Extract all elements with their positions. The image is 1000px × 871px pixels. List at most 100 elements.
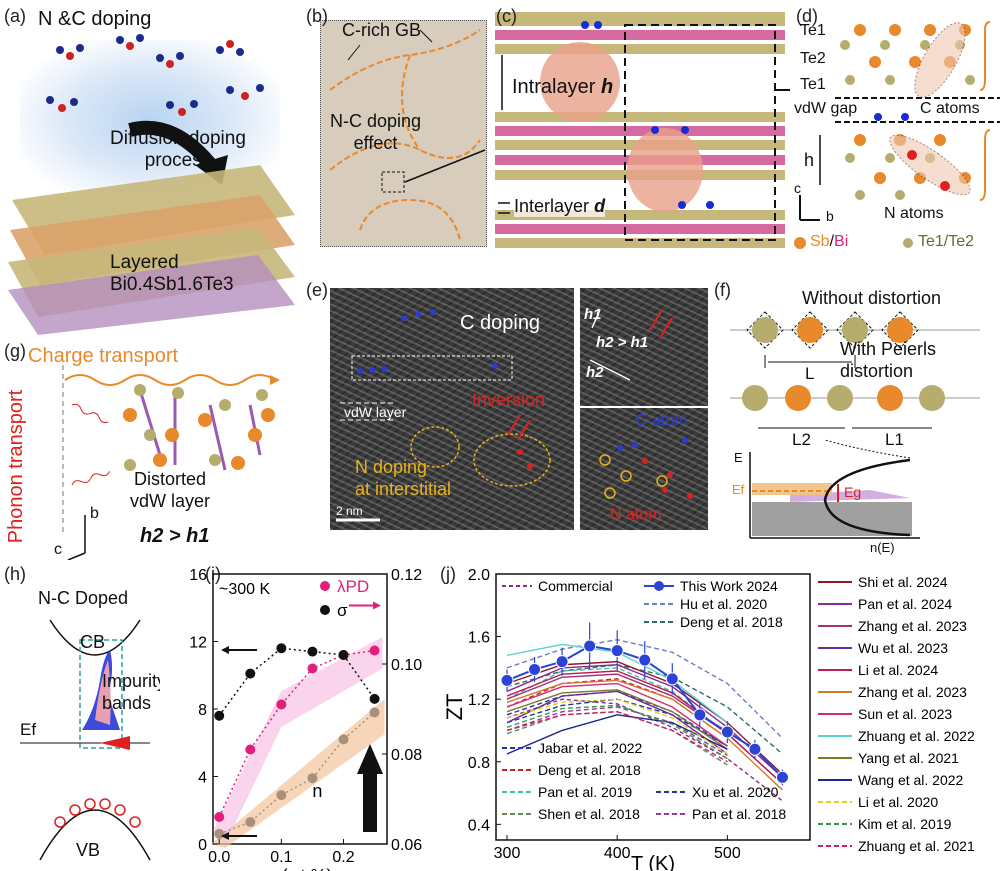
legend-label: Yang et al. 2021: [858, 750, 959, 766]
panel-label: (j): [440, 564, 456, 584]
n-doping-label: N doping at interstitial: [355, 456, 451, 500]
legend-label: Zhuang et al. 2022: [858, 728, 975, 744]
panel-a-illustration: [8, 34, 295, 335]
series-line-Yang et al. 2021: [506, 689, 728, 750]
intralayer-symbol: h: [600, 76, 614, 98]
phonon-transport-label: Phonon transport: [5, 389, 28, 544]
legend-label: Pan et al. 2018: [692, 806, 786, 822]
data-point-this-work: [693, 708, 707, 722]
panel-a: (a) N &C doping Diffusion doping process…: [0, 0, 300, 335]
panel-label: (d): [796, 6, 818, 26]
legend-label: This Work 2024: [680, 578, 778, 594]
layered-line1: Layered: [110, 252, 179, 273]
c-rich-gb-label: C-rich GB: [342, 20, 422, 40]
data-point-σ: [245, 668, 256, 679]
data-point-this-work: [665, 672, 679, 686]
h1-label: h1: [584, 306, 602, 323]
n-atoms-label: N atoms: [884, 205, 944, 222]
doping-title: N &C doping: [38, 8, 152, 30]
peierls-diagram: [730, 311, 980, 539]
y-axis-label: ZT: [442, 694, 467, 721]
y-left-tick-label: 0: [198, 837, 207, 854]
axis-b-label: b: [826, 208, 834, 224]
legend-te: Te1/Te2: [918, 233, 975, 250]
legend-label: Jabar et al. 2022: [538, 740, 643, 756]
legend-label: Pan et al. 2019: [538, 784, 632, 800]
legend-label: Hu et al. 2020: [680, 596, 767, 612]
with-peierls-label: With Peierls distortion: [840, 338, 936, 382]
c-doping-label: C doping: [460, 312, 541, 334]
n-label: n: [312, 781, 322, 801]
series-line-Pan et al. 2019: [506, 667, 728, 735]
g-axis-b: b: [90, 505, 99, 522]
y-left-tick-label: 16: [189, 567, 207, 584]
big-up-arrow-icon: [357, 744, 383, 832]
y-right-tick-label: 0.10: [391, 657, 422, 674]
series-line-Wu et al. 2023: [506, 690, 728, 755]
unit-cell: [794, 21, 1000, 249]
layered-text: Layered Bi0.4Sb1.6Te3: [110, 252, 234, 296]
Eg-label: Eg: [844, 484, 862, 500]
x-tick-label: 400: [604, 845, 631, 862]
data-point-σ: [214, 710, 225, 721]
L2-label: L2: [792, 430, 811, 449]
L1-label: L1: [885, 430, 904, 449]
legend-marker-lambda: [320, 581, 330, 591]
legend-label: Commercial: [538, 578, 613, 594]
intralayer-text: Intralayer: [512, 76, 596, 98]
legend-label: Zhuang et al. 2021: [858, 838, 975, 854]
y-tick-label: 1.2: [468, 692, 490, 709]
crystal-structure: [495, 12, 790, 248]
legend-label: Zhang et al. 2023: [858, 618, 967, 634]
interlayer-text: Interlayer: [514, 196, 590, 216]
legend-label: Li et al. 2024: [858, 662, 938, 678]
y-right-tick-label: 0.12: [391, 567, 422, 584]
legend-bi: Bi: [834, 233, 849, 250]
legend-marker-sigma: [320, 605, 330, 615]
series-line-Zhang et al. 2023: [506, 679, 783, 791]
legend-label: Shen et al. 2018: [538, 806, 640, 822]
x-tick-label: 0.0: [208, 849, 230, 866]
vdw-gap-label: vdW gap: [794, 100, 858, 117]
transport-illustration: [62, 365, 280, 560]
legend-sigma: σ: [337, 601, 348, 620]
with-peierls-line2: distortion: [840, 361, 914, 381]
intralayer-label: Intralayer h: [512, 76, 613, 99]
panel-f: (f) Without distortion With Peierls: [710, 270, 1000, 560]
panel-d: (d) Te1 Te2 Te1 vdW gap C atoms h c b N …: [790, 0, 1000, 250]
legend-label: Zhang et al. 2023: [858, 684, 967, 700]
data-point-λPD: [369, 645, 380, 656]
te1-top-label: Te1: [800, 22, 826, 39]
panel-label: (e): [306, 280, 328, 300]
n-atom-label: N atom: [610, 506, 662, 523]
panel-label: (g): [4, 341, 26, 361]
distorted-line1: Distorted: [133, 469, 207, 489]
data-point-this-work: [720, 725, 734, 739]
tem-annotations: [336, 309, 693, 522]
series-line-Wang et al. 2022: [506, 714, 728, 755]
arrow-head: [221, 832, 229, 840]
lambda-band: [213, 637, 383, 844]
data-point-n: [369, 707, 380, 718]
panel-label: (b): [306, 6, 328, 26]
te1-bottom-label: Te1: [800, 76, 826, 93]
series-line-Kim et al. 2019: [506, 704, 728, 760]
annotation: ~300 K: [219, 581, 270, 598]
impurity-label: Impurity bands: [102, 670, 160, 714]
ef-label: Ef: [20, 720, 37, 739]
h-relation: h2 > h1: [140, 525, 210, 547]
Ef-label: Ef: [732, 482, 745, 497]
data-point-λPD: [245, 744, 256, 755]
panel-label: (f): [714, 280, 731, 300]
data-point-this-work: [555, 655, 569, 669]
band-diagram: [20, 619, 151, 861]
te2-label: Te2: [800, 50, 826, 67]
data-point-this-work: [528, 662, 542, 676]
data-point-n: [245, 817, 256, 828]
plot-frame: [495, 573, 811, 841]
data-point-σ: [276, 643, 287, 654]
impurity-line2: bands: [102, 693, 152, 713]
